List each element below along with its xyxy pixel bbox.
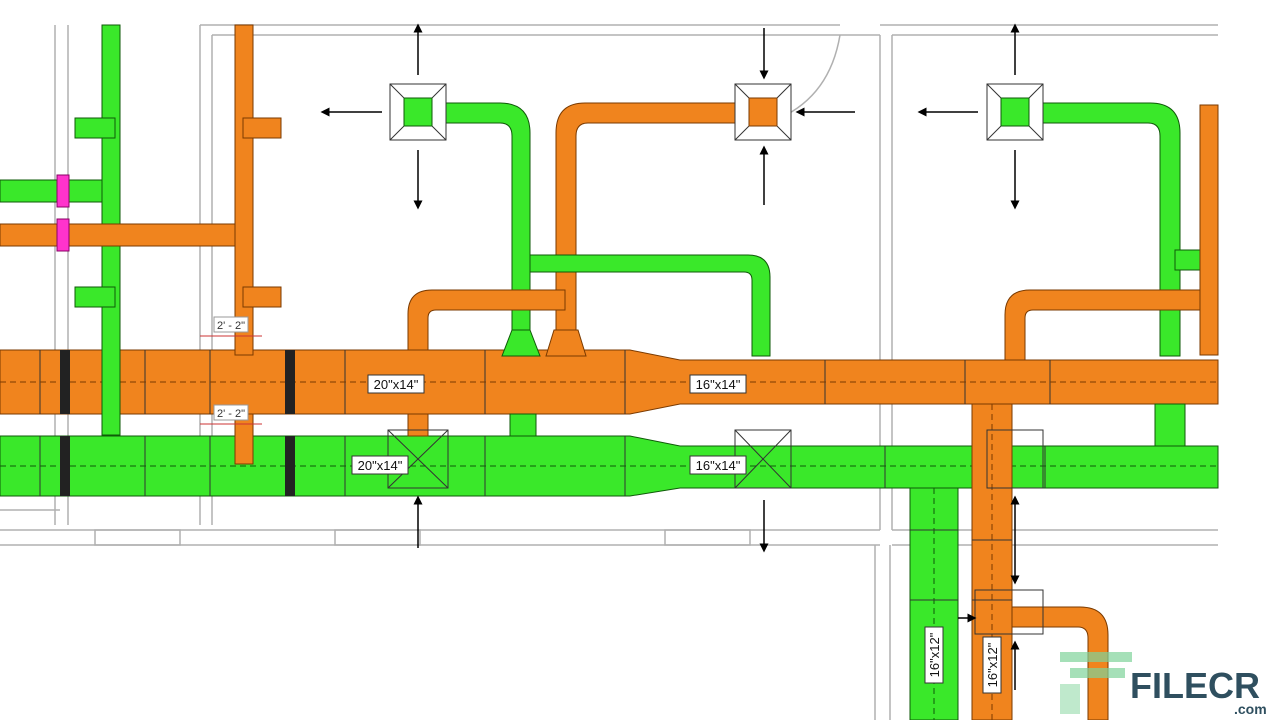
supply-main-duct xyxy=(0,435,1219,497)
label-orange-vertical: 16"x12" xyxy=(982,636,1002,694)
label-green-main-right: 16"x14" xyxy=(689,455,747,475)
air-diffuser-icon xyxy=(986,429,1044,489)
label-orange-vertical-text: 16"x12" xyxy=(985,642,1000,687)
watermark-logo: FILECR .com xyxy=(1060,652,1267,717)
supply-riser-duct xyxy=(909,487,959,720)
air-diffuser-icon xyxy=(986,83,1044,141)
label-orange-main-left: 20"x14" xyxy=(367,374,425,394)
label-orange-main-right-text: 16"x14" xyxy=(696,377,741,392)
label-orange-main-left-text: 20"x14" xyxy=(374,377,419,392)
label-orange-main-right: 16"x14" xyxy=(689,374,747,394)
dimension-upper: 2' - 2" xyxy=(200,316,262,337)
dimension-lower: 2' - 2" xyxy=(200,404,262,425)
watermark-brand: FILECR xyxy=(1130,665,1260,706)
branch-orange-3 xyxy=(1004,104,1219,361)
branch-green-2 xyxy=(529,254,771,357)
airflow-arrow-icon xyxy=(320,23,1020,690)
dimension-lower-label: 2' - 2" xyxy=(217,408,245,420)
label-green-main-left: 20"x14" xyxy=(351,455,409,475)
left-pipes xyxy=(0,24,282,465)
walls xyxy=(0,24,1218,720)
return-riser-duct xyxy=(971,403,1109,720)
air-diffuser-icon xyxy=(389,83,447,141)
air-diffuser-icon xyxy=(734,83,792,141)
branch-orange-1 xyxy=(545,102,753,357)
return-main-duct xyxy=(0,349,1219,415)
watermark-suffix: .com xyxy=(1234,701,1267,717)
label-green-vertical: 16"x12" xyxy=(924,626,944,684)
label-green-main-left-text: 20"x14" xyxy=(358,458,403,473)
label-green-vertical-text: 16"x12" xyxy=(927,632,942,677)
dimension-upper-label: 2' - 2" xyxy=(217,320,245,332)
label-green-main-right-text: 16"x14" xyxy=(696,458,741,473)
